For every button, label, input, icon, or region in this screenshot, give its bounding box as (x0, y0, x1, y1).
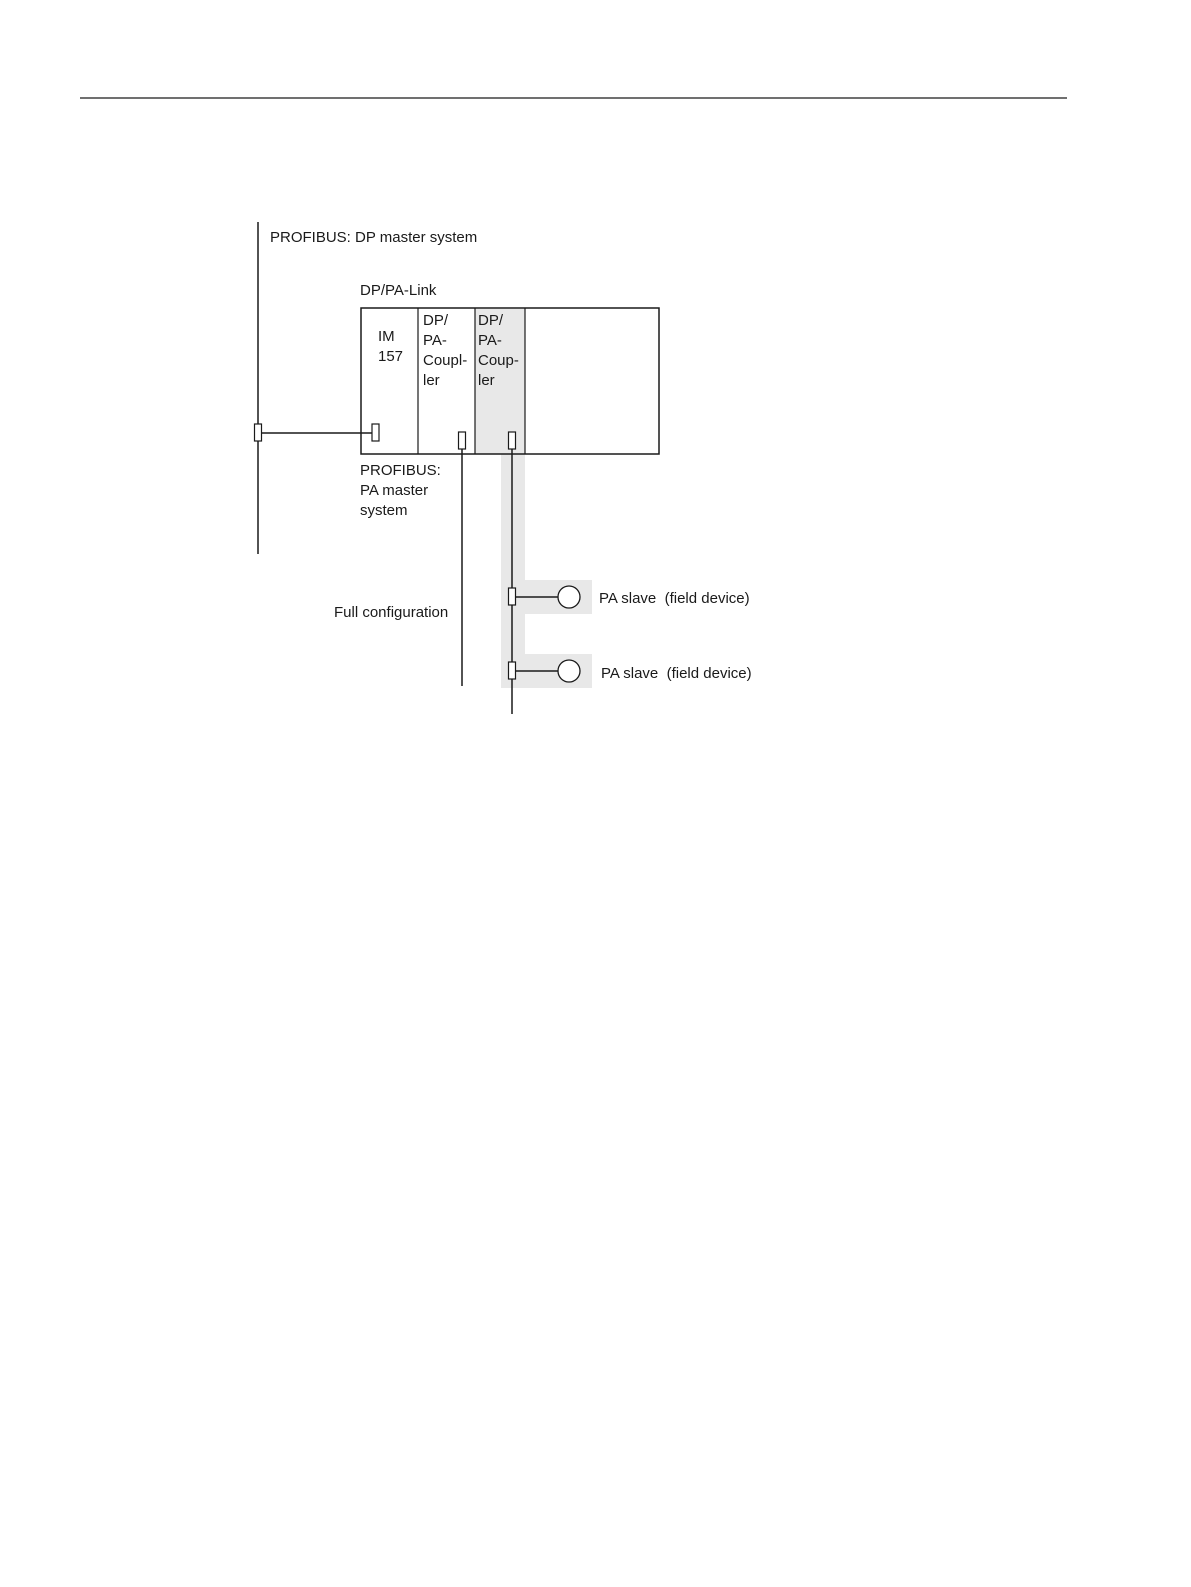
pa-slave-1-device-icon (558, 586, 580, 608)
dp-pa-link-label: DP/PA-Link (360, 281, 436, 301)
pa-master-system-label: PROFIBUS: PA master system (360, 461, 441, 521)
pa-slave-2-device-icon (558, 660, 580, 682)
pa-slave-1-label: PA slave (field device) (599, 589, 750, 609)
pa-slave-2-label: PA slave (field device) (601, 664, 752, 684)
coupler2-label: DP/ PA- Coup- ler (478, 311, 519, 391)
pa-slave-2-connector (509, 662, 516, 679)
pa-slave-1-connector (509, 588, 516, 605)
dp-bus-connector (255, 424, 262, 441)
im157-label: IM 157 (378, 327, 403, 367)
im157-connector (372, 424, 379, 441)
coupler1-connector (459, 432, 466, 449)
coupler1-label: DP/ PA- Coupl- ler (423, 311, 467, 391)
dp-master-system-label: PROFIBUS: DP master system (270, 228, 477, 248)
coupler2-connector (509, 432, 516, 449)
full-configuration-label: Full configuration (334, 603, 448, 623)
